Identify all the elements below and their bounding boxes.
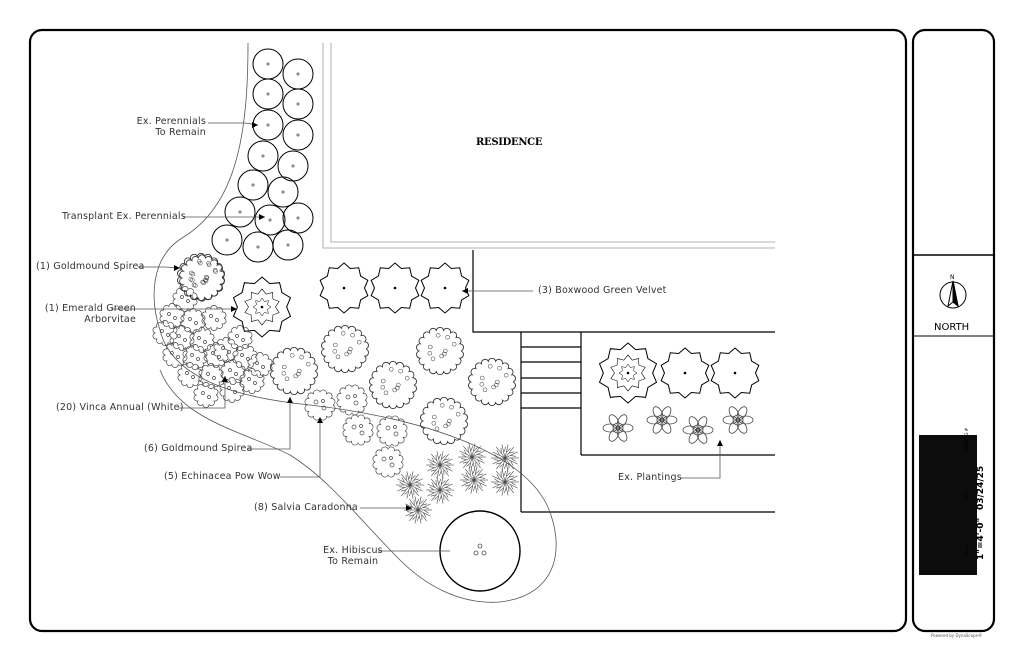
perennial-symbol: [225, 197, 255, 227]
label-emerald: (1) Emerald Green Arborvitae: [40, 303, 136, 325]
residence-label: RESIDENCE: [476, 137, 542, 148]
spirea-symbol: [321, 325, 368, 372]
perennial-symbol: [268, 177, 298, 207]
perennial-symbol: [253, 79, 283, 109]
label-emerald-line2: Arborvitae: [40, 314, 136, 325]
north-label: NORTH: [934, 322, 969, 333]
vinca-symbol: [181, 308, 205, 333]
star-plant-symbol: [234, 277, 291, 337]
perennial-symbol: [248, 141, 278, 171]
label-goldmound-6: (6) Goldmound Spirea: [144, 443, 253, 454]
spirea-symbol: [270, 347, 317, 394]
scale-caption: SCALE: [964, 542, 969, 555]
existing-perennials: [212, 49, 313, 262]
vinca-symbol: [160, 303, 184, 328]
label-ex-perennials-line2: To Remain: [128, 127, 206, 138]
salvia-symbol: [404, 496, 432, 523]
rosette-symbol: [603, 413, 633, 443]
goldmound-spirea-group: [177, 253, 515, 444]
spirea-symbol: [416, 327, 463, 374]
star-plant-symbol: [421, 263, 469, 313]
perennial-symbol: [255, 205, 285, 235]
label-hibiscus-line1: Ex. Hibiscus: [318, 545, 388, 556]
perennial-symbol: [283, 89, 313, 119]
perennial-symbol: [283, 203, 313, 233]
perennial-symbol: [212, 225, 242, 255]
date-caption: DATE: [964, 490, 969, 500]
star-plant-symbol: [320, 263, 368, 313]
vinca-symbol: [240, 368, 264, 393]
vinca-symbol: [214, 337, 238, 362]
perennial-symbol: [253, 49, 283, 79]
salvia-symbol: [491, 444, 519, 471]
vinca-symbol: [183, 344, 207, 369]
powered-by-footer: Powered by DynaScape®: [931, 633, 982, 638]
vinca-symbol: [248, 352, 272, 377]
salvia-group: [396, 443, 519, 523]
rosette-symbol: [723, 405, 753, 435]
salvia-symbol: [426, 451, 454, 478]
perennial-symbol: [278, 151, 308, 181]
label-ex-perennials: Ex. Perennials To Remain: [128, 116, 206, 138]
vinca-symbol: [190, 327, 214, 352]
leader-lines: [111, 123, 720, 551]
spirea-symbol: [180, 255, 225, 301]
existing-plantings-rosettes: [603, 405, 753, 445]
label-salvia: (8) Salvia Caradonna: [254, 502, 358, 513]
salvia-symbol: [460, 466, 488, 493]
perennial-symbol: [283, 59, 313, 89]
echinacea-symbol: [343, 415, 373, 445]
bed-edge: [154, 43, 556, 602]
spirea-symbol: [420, 397, 467, 444]
scale-value: 1"=4'-0": [976, 518, 986, 560]
vinca-symbol: [228, 325, 252, 350]
date-value: 03/24/25: [976, 466, 986, 510]
echinacea-symbol: [337, 385, 367, 415]
drawing-number-caption: DRAWING #: [964, 428, 969, 452]
salvia-symbol: [426, 476, 454, 503]
perennial-symbol: [283, 120, 313, 150]
north-arrow-icon: [940, 281, 966, 308]
spirea-symbol: [468, 358, 515, 405]
star-plant-symbol: [371, 263, 419, 313]
perennial-symbol: [243, 232, 273, 262]
salvia-symbol: [458, 443, 486, 470]
salvia-symbol: [491, 468, 519, 495]
label-boxwood: (3) Boxwood Green Velvet: [538, 285, 667, 296]
label-hibiscus-line2: To Remain: [318, 556, 388, 567]
label-transplant: Transplant Ex. Perennials: [62, 211, 186, 222]
hibiscus-symbol: [440, 511, 520, 591]
label-goldmound-1: (1) Goldmound Spirea: [36, 261, 145, 272]
echinacea-symbol: [373, 447, 403, 477]
rosette-symbol: [683, 415, 713, 445]
steps: [521, 347, 581, 408]
perennial-symbol: [238, 170, 268, 200]
echinacea-symbol: [377, 416, 407, 446]
label-ex-plantings: Ex. Plantings: [618, 472, 682, 483]
label-emerald-line1: (1) Emerald Green: [40, 303, 136, 314]
vinca-symbol: [178, 362, 202, 387]
star-plant-symbol: [600, 343, 657, 403]
label-hibiscus: Ex. Hibiscus To Remain: [318, 545, 388, 567]
perennial-symbol: [273, 230, 303, 260]
label-echinacea: (5) Echinacea Pow Wow: [164, 471, 281, 482]
arborvitae-boxwood-symbols: [234, 263, 759, 403]
label-vinca: (20) Vinca Annual (White): [56, 402, 184, 413]
vinca-symbol: [194, 382, 218, 407]
star-plant-symbol: [661, 348, 709, 398]
leader-arrows: [174, 122, 723, 511]
vinca-symbol: [163, 342, 187, 367]
spirea-symbol: [369, 361, 416, 408]
north-glyph: N: [950, 274, 955, 281]
label-ex-perennials-line1: Ex. Perennials: [128, 116, 206, 127]
salvia-symbol: [396, 471, 424, 498]
rosette-symbol: [647, 405, 677, 435]
vinca-symbol: [153, 320, 177, 345]
residence-walls: [323, 43, 775, 248]
star-plant-symbol: [711, 348, 759, 398]
